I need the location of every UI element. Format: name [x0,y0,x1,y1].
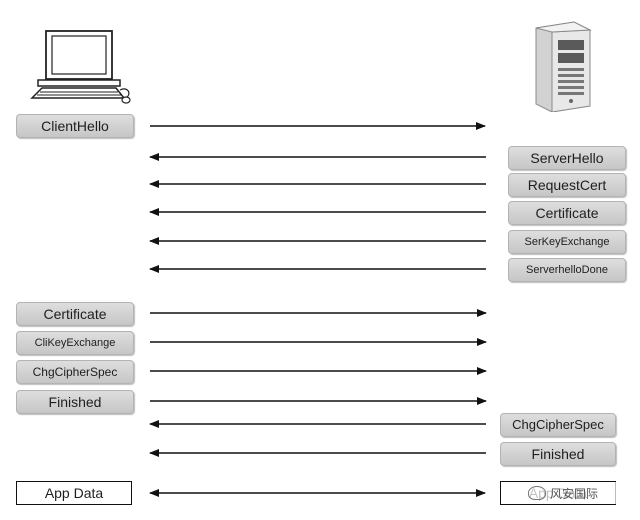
server-tower-icon [535,21,592,112]
message-server-chg-cipher-spec: ChgCipherSpec [500,413,616,437]
message-cli-key-exchange: CliKeyExchange [16,331,134,355]
message-ser-key-exchange: SerKeyExchange [508,230,626,254]
watermark-text: 风安国际 [550,486,599,501]
message-client-hello: ClientHello [16,114,134,138]
message-server-certificate: Certificate [508,201,626,225]
message-serverhello-done: ServerhelloDone [508,258,626,282]
message-client-certificate: Certificate [16,302,134,326]
wechat-logo-icon [528,486,546,500]
message-client-chg-cipher-spec: ChgCipherSpec [16,360,134,384]
message-request-cert: RequestCert [508,173,626,197]
message-client-finished: Finished [16,390,134,414]
message-server-finished: Finished [500,442,616,466]
desktop-computer-icon [30,30,131,104]
client-app-data: App Data [16,481,132,505]
message-server-hello: ServerHello [508,146,626,170]
watermark: 风安国际 [528,482,632,504]
